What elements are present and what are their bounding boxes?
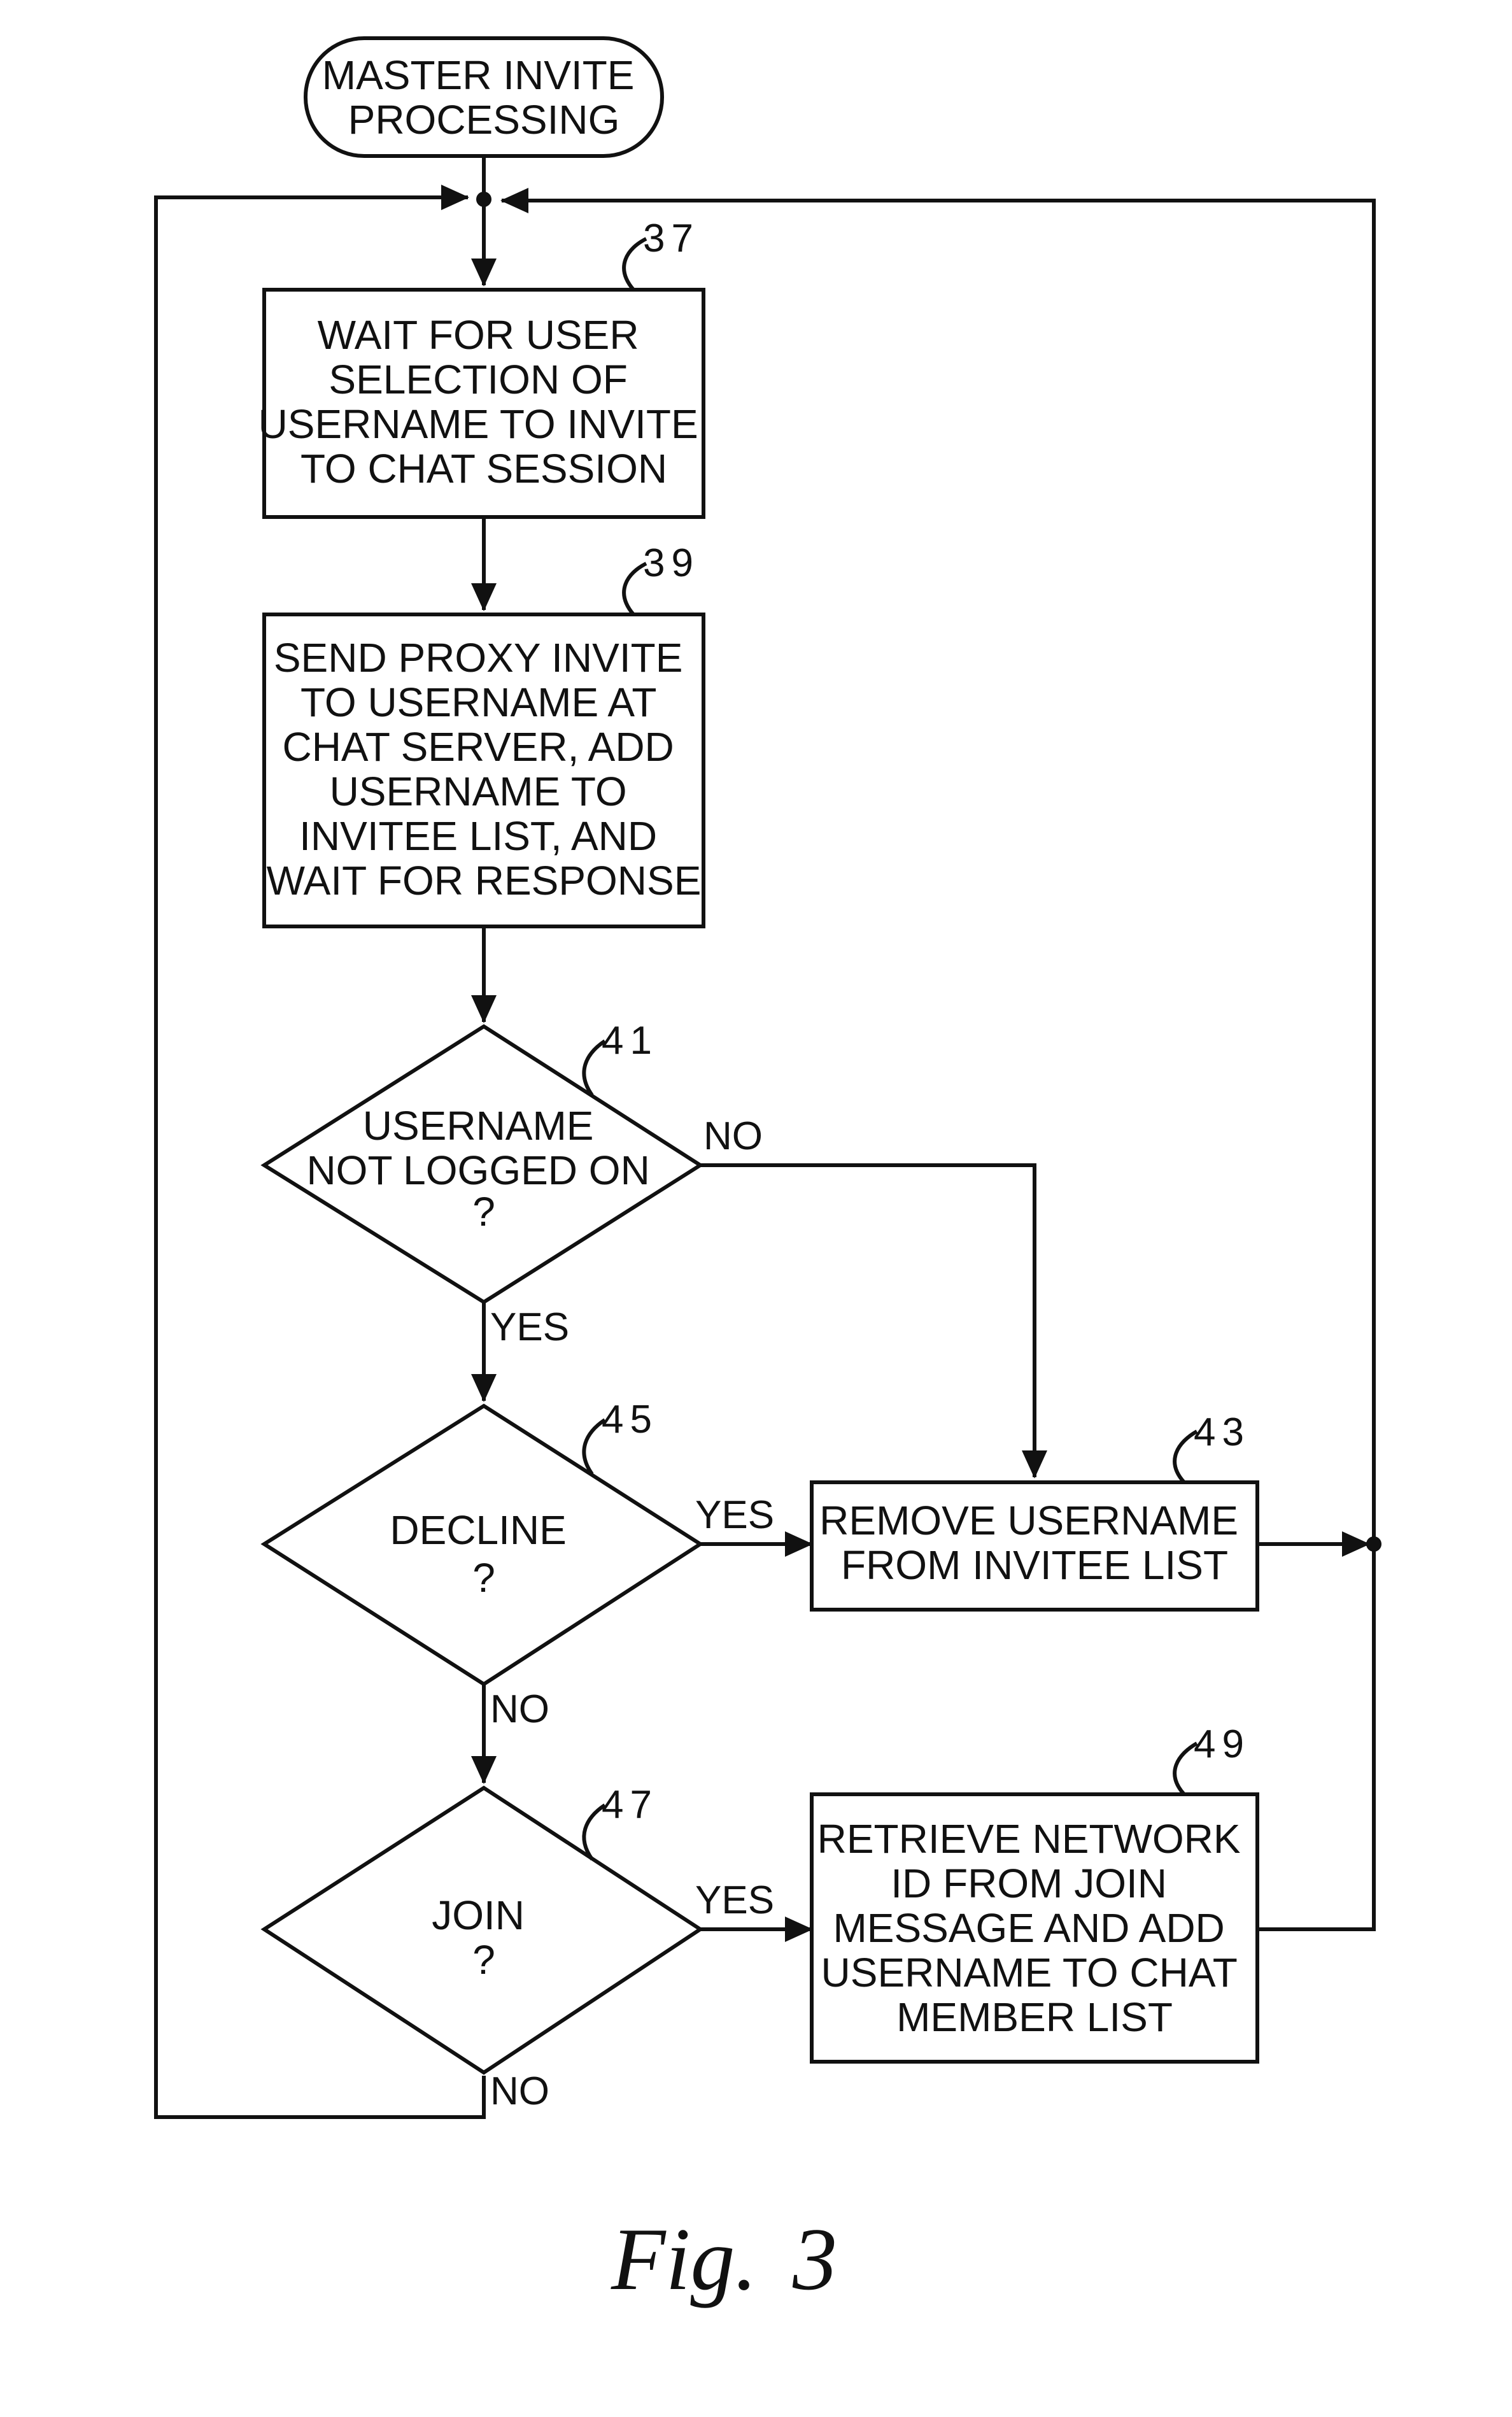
- node-start-text: MASTER INVITE PROCESSING: [322, 52, 646, 143]
- node-49-line-1: RETRIEVE NETWORK: [817, 1816, 1241, 1862]
- node-43-text: REMOVE USERNAME FROM INVITEE LIST: [819, 1498, 1250, 1588]
- figure-caption-label: Fig.: [611, 2210, 757, 2309]
- node-43-line-2: FROM INVITEE LIST: [841, 1542, 1228, 1588]
- node-37-line-3: USERNAME TO INVITE: [258, 401, 698, 447]
- node-45-line-1: DECLINE: [390, 1507, 566, 1553]
- node-45-line-2: ?: [472, 1555, 495, 1601]
- edge-label-41-no: NO: [703, 1114, 763, 1158]
- node-41: USERNAME NOT LOGGED ON ? 41: [264, 1019, 700, 1302]
- node-43-line-1: REMOVE USERNAME: [819, 1498, 1238, 1543]
- node-41-line-3: ?: [472, 1189, 495, 1235]
- node-37-line-4: TO CHAT SESSION: [300, 446, 667, 492]
- node-37-line-1: WAIT FOR USER: [318, 312, 639, 358]
- node-49-line-4: USERNAME TO CHAT: [821, 1950, 1237, 1995]
- node-37-ref: 37: [643, 216, 700, 260]
- node-45-ref: 45: [602, 1398, 658, 1442]
- right-junction-dot: [1366, 1536, 1381, 1552]
- node-47-ref: 47: [602, 1783, 658, 1827]
- node-37-text: WAIT FOR USER SELECTION OF USERNAME TO I…: [258, 312, 710, 492]
- node-41-line-2: NOT LOGGED ON: [306, 1147, 649, 1193]
- node-39-ref: 39: [643, 541, 700, 585]
- node-47-line-2: ?: [472, 1937, 495, 1983]
- edge-label-47-yes: YES: [695, 1878, 774, 1922]
- edge-49-to-return: [1257, 1544, 1374, 1929]
- node-39-line-5: INVITEE LIST, AND: [299, 813, 657, 859]
- edge-label-41-yes: YES: [490, 1305, 569, 1349]
- edge-41-to-43: [700, 1165, 1035, 1477]
- node-39-line-3: CHAT SERVER, ADD: [282, 724, 674, 770]
- node-39-line-6: WAIT FOR RESPONSE: [267, 858, 702, 904]
- edge-label-45-yes: YES: [695, 1493, 774, 1537]
- node-43-ref: 43: [1194, 1410, 1250, 1454]
- node-39-line-4: USERNAME TO: [330, 769, 627, 814]
- node-45: DECLINE ? 45: [264, 1398, 700, 1684]
- node-47-line-1: JOIN: [432, 1892, 525, 1938]
- node-start-line-1: MASTER INVITE: [322, 52, 635, 98]
- figure-caption: Fig. 3: [611, 2210, 837, 2309]
- figure-caption-number: 3: [792, 2210, 837, 2309]
- node-41-ref: 41: [602, 1019, 658, 1063]
- node-39-line-2: TO USERNAME AT: [300, 679, 656, 725]
- node-start-line-2: PROCESSING: [348, 97, 620, 143]
- node-start: MASTER INVITE PROCESSING: [306, 38, 662, 156]
- node-49: RETRIEVE NETWORK ID FROM JOIN MESSAGE AN…: [812, 1722, 1257, 2062]
- edge-label-47-no: NO: [490, 2069, 549, 2113]
- node-49-line-5: MEMBER LIST: [896, 1994, 1173, 2040]
- node-39-line-1: SEND PROXY INVITE: [274, 635, 683, 681]
- node-49-line-2: ID FROM JOIN: [891, 1861, 1167, 1906]
- node-49-line-3: MESSAGE AND ADD: [833, 1905, 1224, 1951]
- edge-label-45-no: NO: [490, 1687, 549, 1731]
- node-39-text: SEND PROXY INVITE TO USERNAME AT CHAT SE…: [267, 635, 702, 904]
- node-41-line-1: USERNAME: [363, 1103, 594, 1149]
- top-junction-dot: [476, 192, 491, 207]
- node-49-ref: 49: [1194, 1722, 1250, 1766]
- node-47: JOIN ? 47: [264, 1783, 700, 2073]
- node-37-line-2: SELECTION OF: [329, 357, 627, 402]
